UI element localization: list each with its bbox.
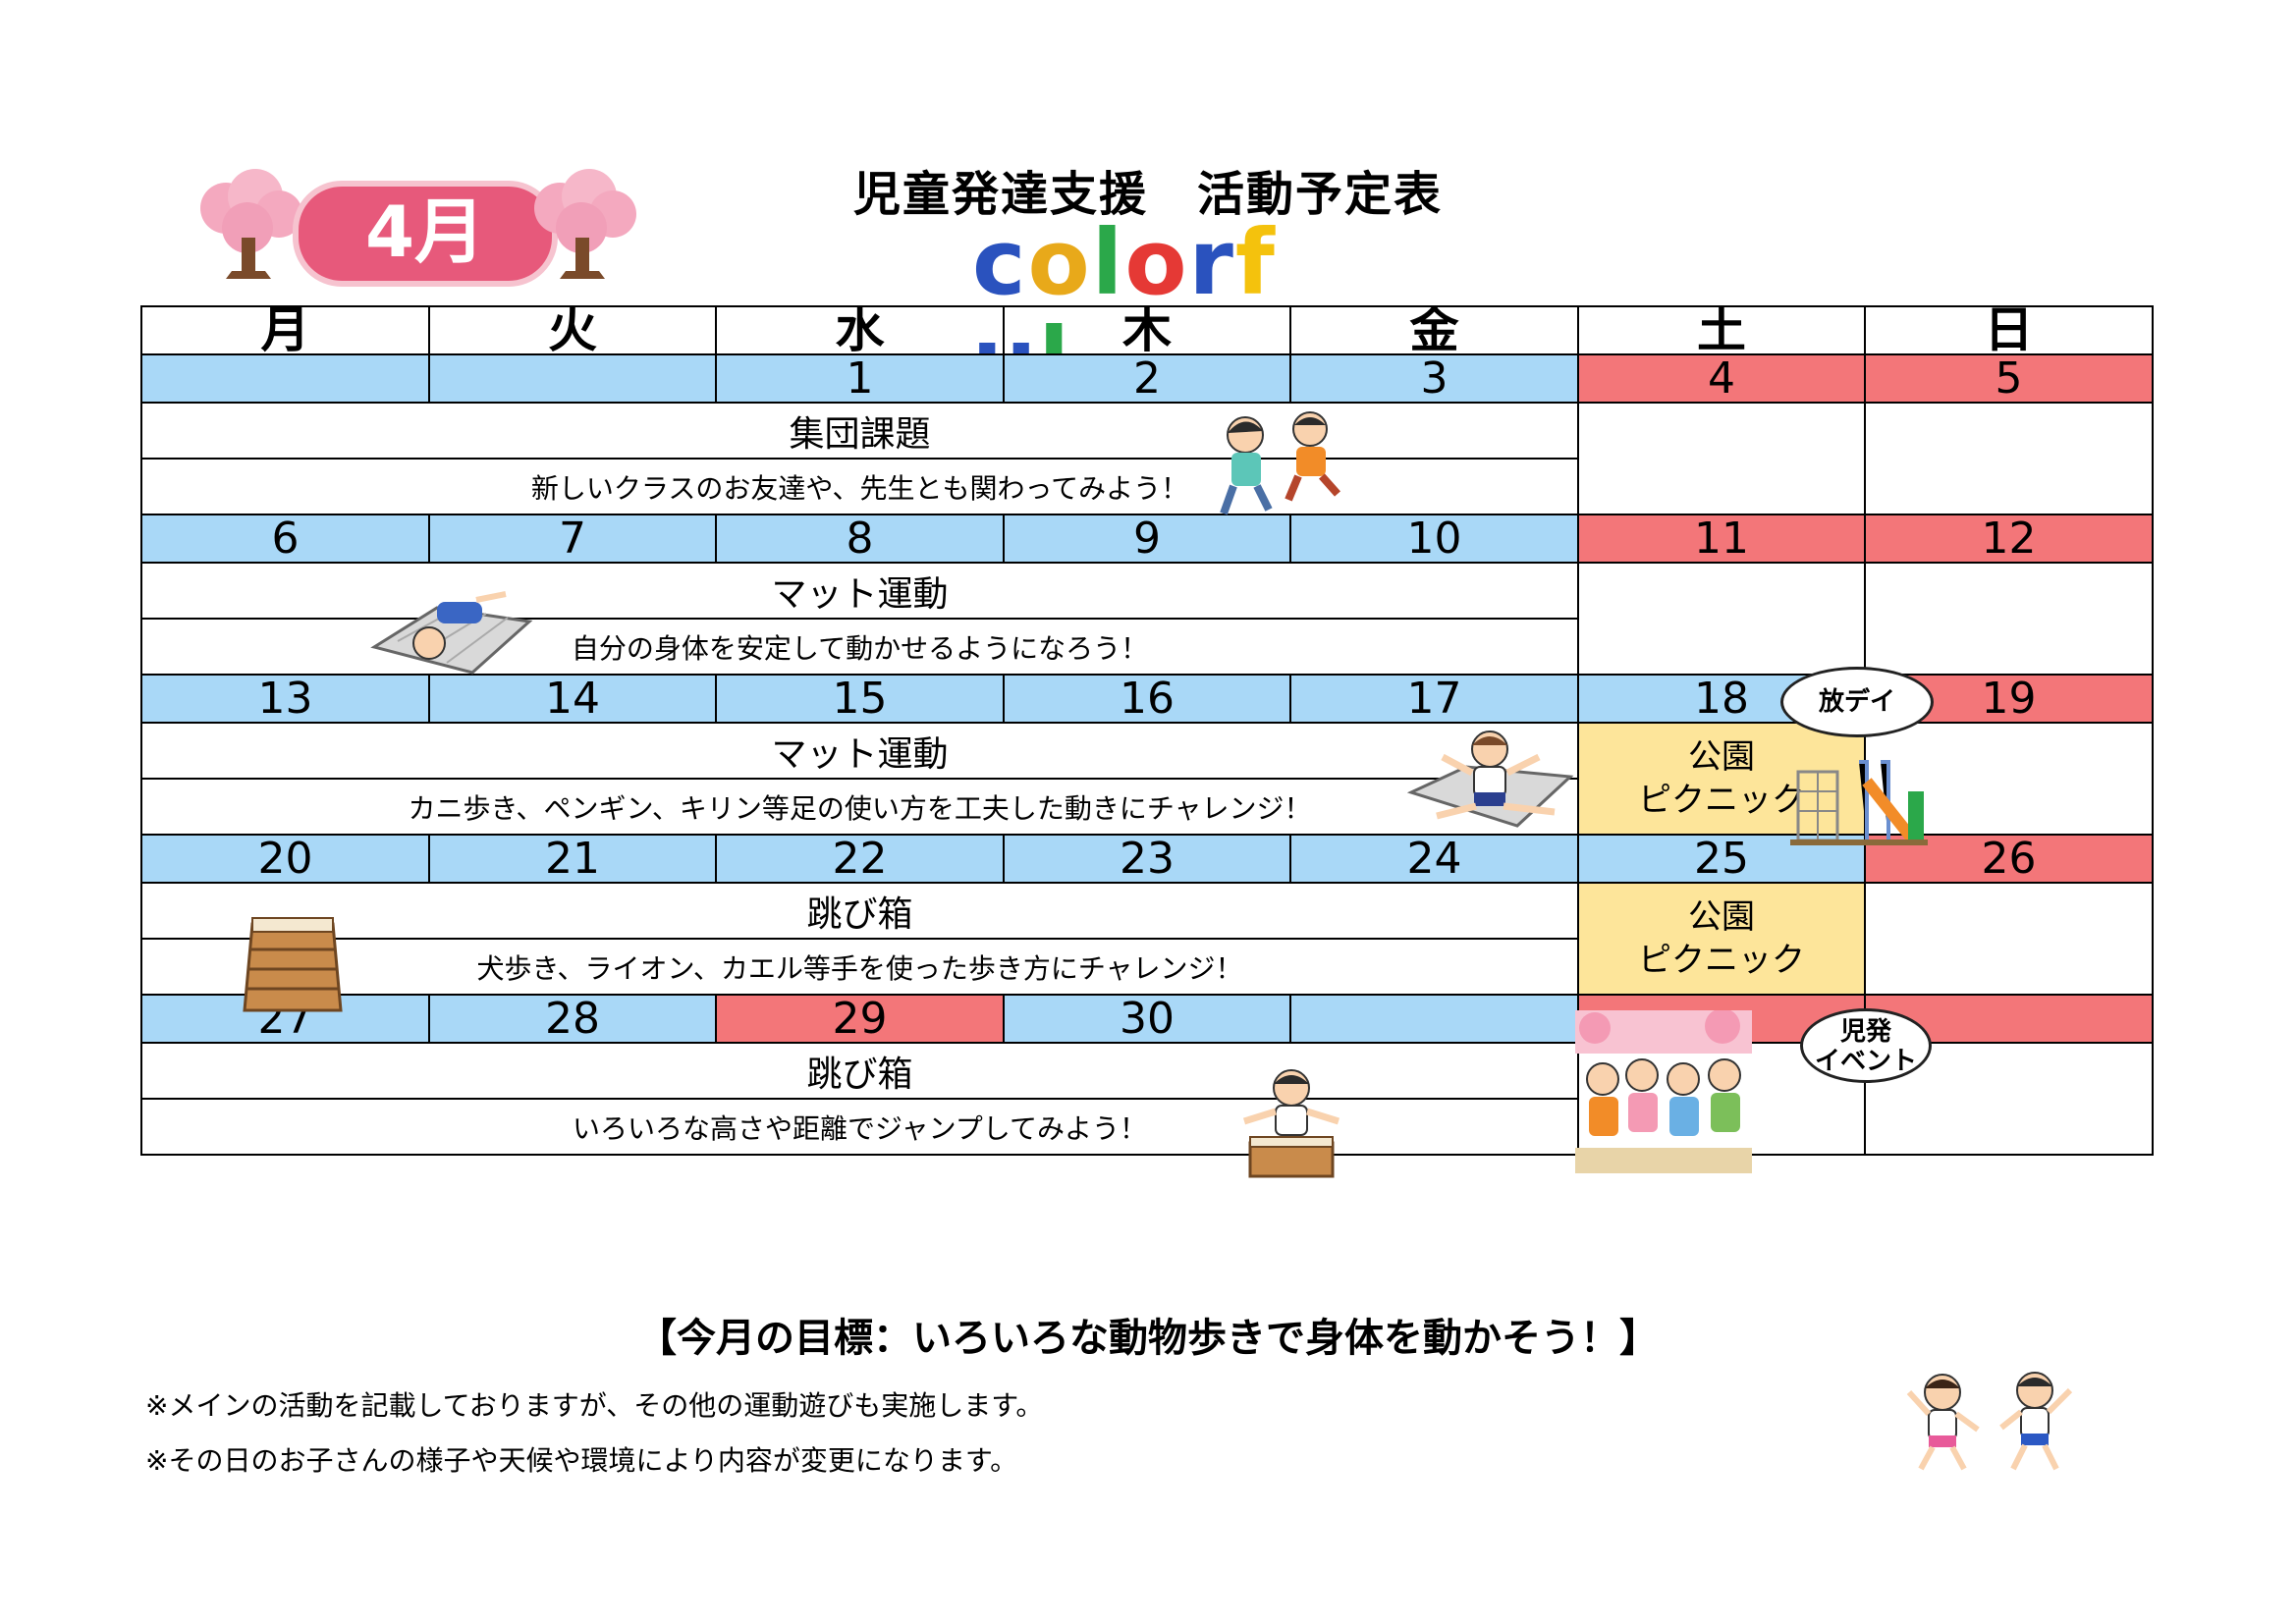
activity-row: 集団課題 xyxy=(140,402,2154,515)
date-cell: 9 xyxy=(1003,514,1291,564)
picnic-kids-icon xyxy=(1575,1010,1752,1173)
vaulting-kid-icon xyxy=(1242,1069,1340,1178)
weekday-header: 火 xyxy=(428,305,717,355)
date-cell: 28 xyxy=(428,994,717,1044)
activity-row: マット運動 公園 ピクニック xyxy=(140,722,2154,836)
date-cell: 29 xyxy=(715,994,1005,1044)
footnote: ※メインの活動を記載しておりますが、その他の運動遊びも実施します。 xyxy=(145,1389,1044,1422)
monthly-goal: 【今月の目標：いろいろな動物歩きで身体を動かそう！】 xyxy=(637,1316,1659,1361)
mat-stretch-icon xyxy=(1407,731,1574,828)
activity-title: 集団課題 xyxy=(140,402,1579,460)
date-cell: 21 xyxy=(428,834,717,884)
date-cell: 10 xyxy=(1289,514,1579,564)
date-cell: 20 xyxy=(140,834,430,884)
calendar-grid: 月 火 水 木 金 土 日 1 2 3 4 5 集団課題 新しいクラスのお友達や… xyxy=(140,305,2154,1156)
event-bubble: 児発 イベント xyxy=(1800,1008,1932,1083)
brand-logo: colorful. xyxy=(972,210,1336,410)
date-cell: 12 xyxy=(1864,514,2154,564)
weekend-cell xyxy=(1864,562,2154,676)
weekday-header: 日 xyxy=(1864,305,2154,355)
mat-exercise-icon xyxy=(370,591,533,675)
activity-title: 跳び箱 xyxy=(140,1042,1579,1100)
activity-row: 跳び箱 公園 ピクニック xyxy=(140,882,2154,996)
date-row: 1 2 3 4 5 xyxy=(140,353,2154,404)
date-cell: 14 xyxy=(428,674,717,724)
date-cell: 1 xyxy=(715,353,1005,404)
weekday-header: 月 xyxy=(140,305,430,355)
activity-row: マット運動 xyxy=(140,562,2154,676)
weekend-cell xyxy=(1577,402,1866,515)
cherry-tree-icon xyxy=(200,169,302,279)
month-badge: 4月 xyxy=(196,169,638,287)
date-cell: 13 xyxy=(140,674,430,724)
weekday-header: 水 xyxy=(715,305,1005,355)
description-row: 新しいクラスのお友達や、先生とも関わってみよう！ xyxy=(140,458,2153,515)
weekend-note: 公園 ピクニック xyxy=(1577,882,1866,996)
weekday-header-row: 月 火 水 木 金 土 日 xyxy=(140,305,2154,355)
date-row: 6 7 8 9 10 11 12 xyxy=(140,514,2154,564)
activity-description: いろいろな高さや距離でジャンプしてみよう！ xyxy=(140,1098,1579,1156)
description-row: いろいろな高さや距離でジャンプしてみよう！ xyxy=(140,1098,2153,1156)
date-cell: 7 xyxy=(428,514,717,564)
date-cell: 17 xyxy=(1289,674,1579,724)
date-cell: 22 xyxy=(715,834,1005,884)
activity-title: マット運動 xyxy=(140,562,1579,620)
date-cell: 8 xyxy=(715,514,1005,564)
date-cell: 11 xyxy=(1577,514,1866,564)
brand-letter: o xyxy=(1027,210,1092,315)
date-cell xyxy=(1289,994,1579,1044)
activity-description: 新しいクラスのお友達や、先生とも関わってみよう！ xyxy=(140,458,1579,515)
weekend-cell xyxy=(1864,722,2154,836)
footnote: ※その日のお子さんの様子や天候や環境により内容が変更になります。 xyxy=(145,1444,1018,1477)
date-cell: 2 xyxy=(1003,353,1291,404)
activity-title: マット運動 xyxy=(140,722,1579,780)
month-label: 4月 xyxy=(293,181,558,287)
brand-letter: r xyxy=(1188,210,1235,315)
weekend-cell xyxy=(1864,402,2154,515)
page-title: 児童発達支援 活動予定表 xyxy=(852,167,1443,222)
date-cell xyxy=(428,353,717,404)
running-kids-icon xyxy=(1220,411,1340,515)
date-cell: 5 xyxy=(1864,353,2154,404)
weekday-header: 木 xyxy=(1003,305,1291,355)
date-cell: 3 xyxy=(1289,353,1579,404)
date-cell: 30 xyxy=(1003,994,1291,1044)
date-cell: 6 xyxy=(140,514,430,564)
activity-description: カニ歩き、ペンギン、キリン等足の使い方を工夫した動きにチャレンジ！ xyxy=(140,778,1579,836)
description-row: カニ歩き、ペンギン、キリン等足の使い方を工夫した動きにチャレンジ！ xyxy=(140,778,2153,836)
brand-letter: c xyxy=(972,210,1028,315)
brand-letter: l xyxy=(1091,210,1125,315)
activity-description: 犬歩き、ライオン、カエル等手を使った歩き方にチャレンジ！ xyxy=(140,938,1579,996)
cherry-tree-icon xyxy=(534,169,636,279)
date-cell: 24 xyxy=(1289,834,1579,884)
brand-letter: f xyxy=(1234,210,1277,315)
date-cell xyxy=(140,353,430,404)
calendar: 月 火 水 木 金 土 日 1 2 3 4 5 集団課題 新しいクラスのお友達や… xyxy=(140,305,2154,1178)
date-cell: 4 xyxy=(1577,353,1866,404)
weekday-header: 金 xyxy=(1289,305,1579,355)
houday-bubble: 放デイ xyxy=(1780,667,1934,737)
date-cell: 15 xyxy=(715,674,1005,724)
activity-title: 跳び箱 xyxy=(140,882,1579,940)
description-row: 犬歩き、ライオン、カエル等手を使った歩き方にチャレンジ！ xyxy=(140,938,2153,996)
date-cell: 23 xyxy=(1003,834,1291,884)
weekend-cell xyxy=(1864,882,2154,996)
vaulting-box-icon xyxy=(243,917,343,1012)
date-cell: 16 xyxy=(1003,674,1291,724)
stretching-kids-icon xyxy=(1906,1372,2073,1471)
weekend-cell xyxy=(1577,562,1866,676)
weekday-header: 土 xyxy=(1577,305,1866,355)
brand-letter: o xyxy=(1124,210,1189,315)
playground-icon xyxy=(1790,760,1928,845)
date-row: 20 21 22 23 24 25 26 xyxy=(140,834,2154,884)
activity-description: 自分の身体を安定して動かせるようになろう！ xyxy=(140,618,1579,676)
